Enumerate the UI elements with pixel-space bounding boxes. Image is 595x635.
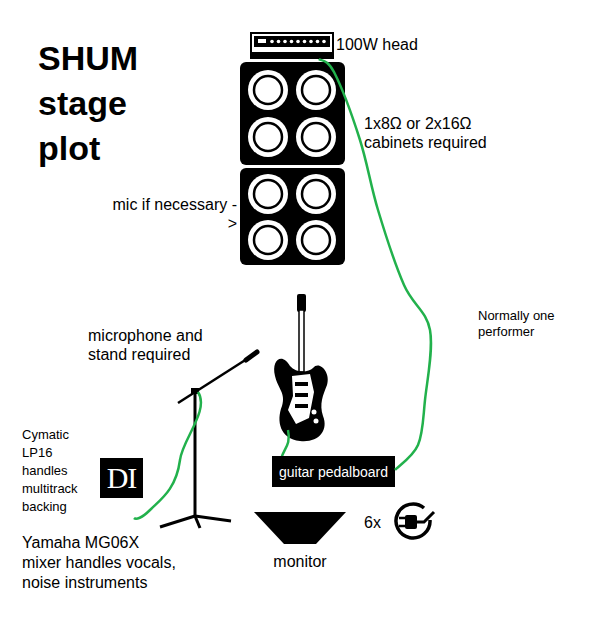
- speaker-cone: [296, 220, 336, 260]
- monitor-outline: [250, 512, 350, 544]
- speaker-cone: [296, 174, 336, 214]
- amp-knob: [283, 40, 287, 44]
- pedalboard-box: guitar pedalboard: [272, 456, 395, 487]
- power-plug-body: [405, 515, 417, 529]
- guitar-pickup: [295, 404, 308, 408]
- amp-knob: [277, 40, 281, 44]
- mic-stand-pole: [194, 390, 197, 517]
- node-text: monitor: [250, 553, 350, 571]
- cable-line: [319, 59, 431, 470]
- amp-head-case: [251, 33, 333, 58]
- node-text: 100W head: [336, 36, 418, 54]
- speaker-ring: [254, 180, 282, 208]
- microphone: [246, 352, 257, 360]
- amp-head: 100W head: [250, 32, 334, 59]
- power-cord: [416, 512, 434, 522]
- monitor-shape: [254, 512, 346, 544]
- speaker-cone: [248, 70, 288, 110]
- plot-title: SHUM stage plot: [38, 36, 150, 171]
- speaker-ring: [302, 180, 330, 208]
- guitar-knob: [312, 410, 317, 415]
- speaker-cone: [296, 70, 336, 110]
- speaker-cabinet: [240, 168, 345, 265]
- note-label: Cymatic LP16 handles multitrack backing: [22, 426, 94, 516]
- node-text: guitar pedalboard: [279, 464, 388, 480]
- amp-head-outline: [250, 32, 334, 59]
- di-box: DI: [100, 458, 143, 498]
- speaker-ring: [254, 226, 282, 254]
- amp-logo: [258, 39, 266, 43]
- amp-knob: [322, 40, 326, 44]
- speaker-ring: [254, 123, 282, 151]
- note-label: microphone and stand required: [88, 326, 218, 364]
- power-plug-prong: [399, 517, 406, 520]
- mic-stand-leg: [195, 516, 231, 521]
- speaker-ring: [302, 123, 330, 151]
- speaker-cone: [248, 117, 288, 157]
- speaker-cone: [248, 174, 288, 214]
- amp-knob: [309, 40, 313, 44]
- speaker-ring: [302, 76, 330, 104]
- amp-head-base: [251, 52, 333, 58]
- guitar-pickup: [295, 382, 308, 386]
- mic-boom: [178, 357, 250, 403]
- guitar-pickguard: [288, 374, 314, 424]
- speaker-cabinet: [240, 62, 345, 165]
- speaker-cone: [296, 117, 336, 157]
- power-plug-prong: [399, 525, 406, 528]
- amp-knob: [296, 40, 300, 44]
- speaker-cone: [248, 220, 288, 260]
- amp-knob: [270, 40, 274, 44]
- amp-knob: [303, 40, 307, 44]
- amp-knob: [316, 40, 320, 44]
- note-label: Normally one performer: [478, 308, 578, 339]
- speaker-ring: [254, 76, 282, 104]
- amp-head-panel: [254, 36, 330, 47]
- amp-knob: [290, 40, 294, 44]
- note-label: Yamaha MG06X mixer handles vocals, noise…: [22, 533, 180, 593]
- mic-cable: [134, 392, 201, 519]
- note-label: mic if necessary ->: [104, 195, 237, 233]
- note-label: 6x: [364, 513, 404, 532]
- guitar-body: [274, 359, 328, 441]
- guitar-knob: [314, 419, 319, 424]
- guitar-neck: [299, 310, 304, 372]
- guitar-pickup: [295, 393, 308, 397]
- note-label: 1x8Ω or 2x16Ω cabinets required: [364, 114, 514, 152]
- speaker-ring: [302, 226, 330, 254]
- monitor-wedge: monitor: [250, 512, 350, 572]
- node-text: DI: [107, 461, 137, 495]
- mic-stand-leg: [160, 516, 195, 527]
